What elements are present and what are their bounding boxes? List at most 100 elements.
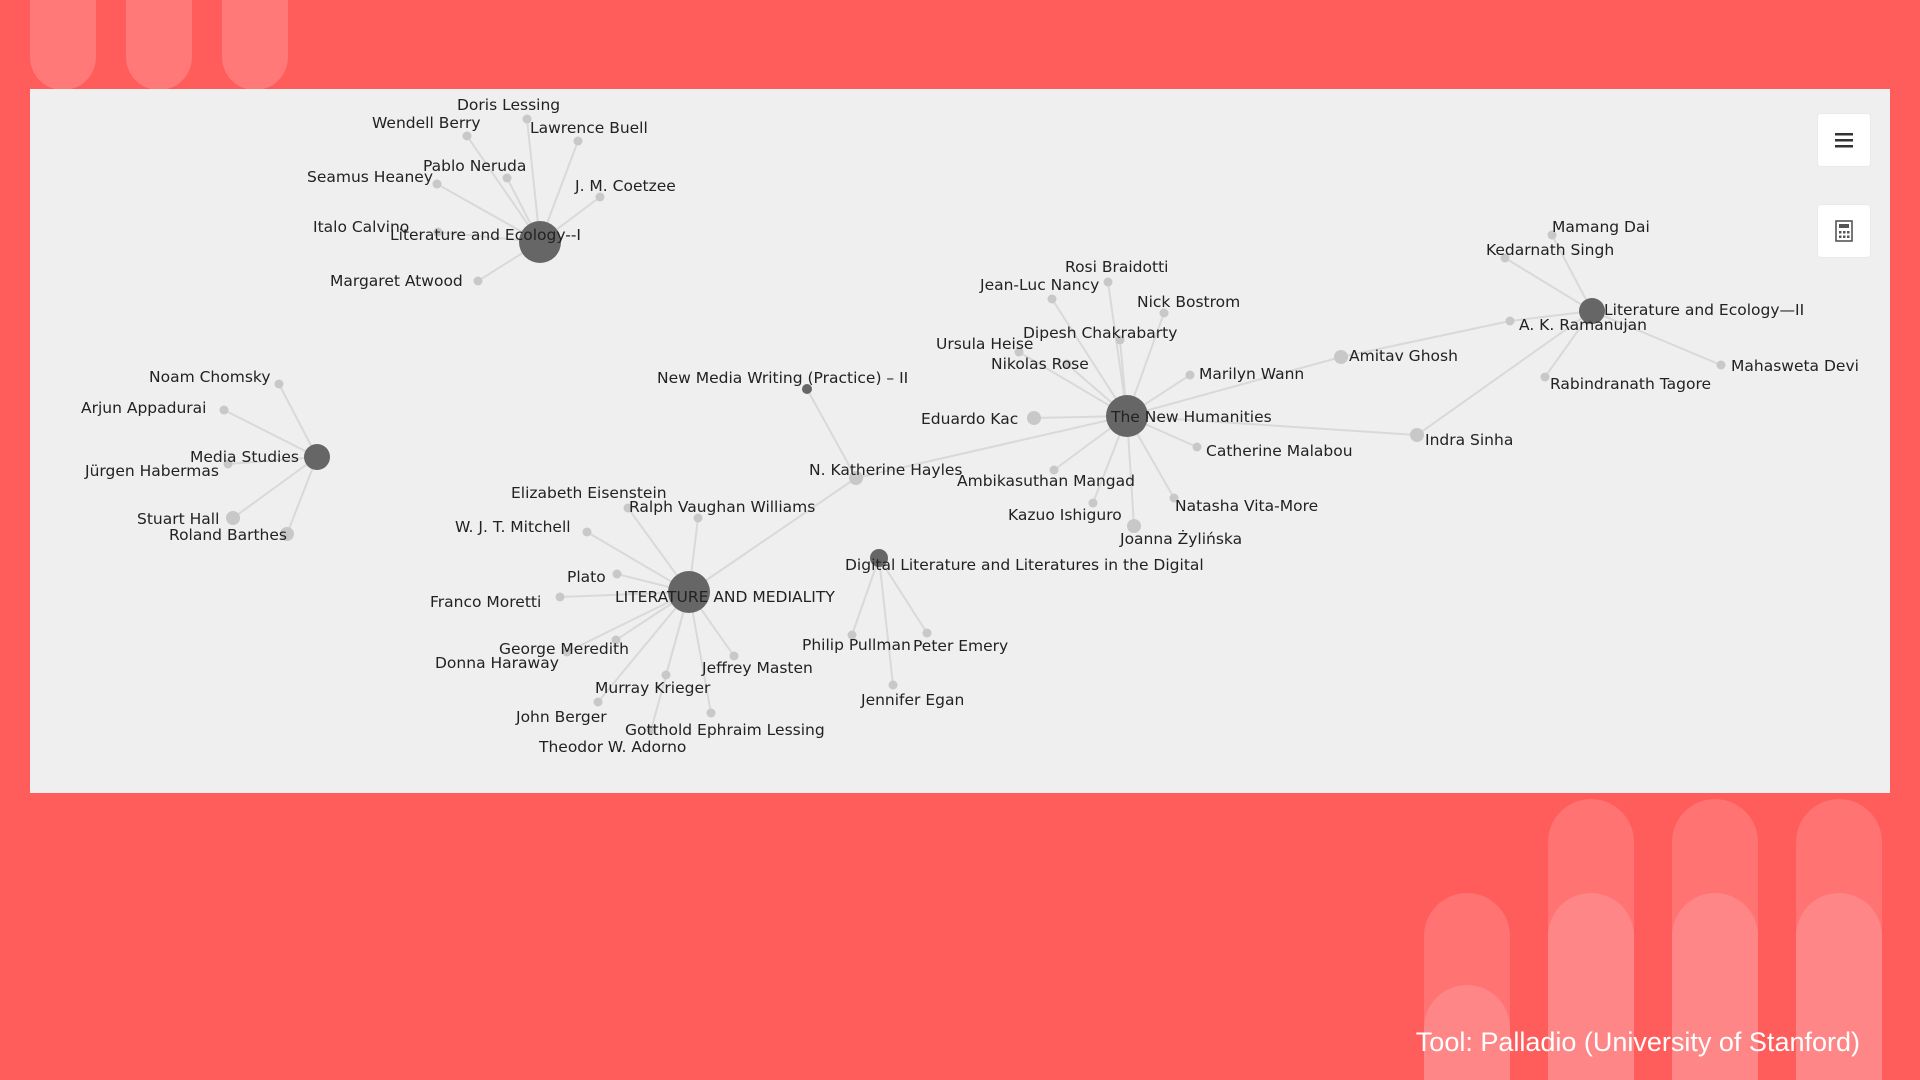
calculator-button[interactable] (1818, 205, 1870, 257)
graph-node[interactable] (462, 131, 472, 141)
graph-edge (878, 557, 928, 634)
graph-node-label: Nick Bostrom (1137, 293, 1240, 311)
graph-edge (806, 388, 857, 479)
graph-node[interactable] (1547, 230, 1557, 240)
graph-node[interactable] (729, 651, 739, 661)
graph-node[interactable] (582, 527, 592, 537)
graph-node-label: Media Studies (190, 448, 299, 466)
graph-node[interactable] (646, 725, 656, 735)
graph-node-hub[interactable] (519, 221, 561, 263)
graph-edge (1107, 281, 1128, 417)
graph-node[interactable] (1159, 308, 1169, 318)
graph-edge (1504, 257, 1593, 312)
graph-node[interactable] (1027, 411, 1041, 425)
graph-node-label: Philip Pullman (802, 636, 911, 654)
graph-node-label: Dipesh Chakrabarty (1023, 324, 1177, 342)
graph-node[interactable] (593, 697, 603, 707)
graph-node[interactable] (274, 379, 284, 389)
graph-node[interactable] (922, 628, 932, 638)
graph-edge (1126, 415, 1418, 436)
graph-node[interactable] (1540, 372, 1550, 382)
graph-node[interactable] (432, 179, 442, 189)
graph-node-hub[interactable] (1106, 395, 1148, 437)
graph-node[interactable] (1716, 360, 1726, 370)
graph-node[interactable] (1185, 370, 1195, 380)
graph-edge (1126, 356, 1342, 417)
graph-node[interactable] (1047, 294, 1057, 304)
decor-pill (1672, 799, 1758, 1080)
graph-node[interactable] (1115, 335, 1125, 345)
graph-node[interactable] (1103, 277, 1113, 287)
graph-node-label: Mamang Dai (1552, 218, 1650, 236)
graph-node[interactable] (1505, 316, 1515, 326)
graph-node[interactable] (433, 227, 443, 237)
graph-node-label: Amitav Ghosh (1349, 347, 1458, 365)
graph-node[interactable] (522, 114, 532, 124)
graph-node-label: Italo Calvino (313, 218, 409, 236)
graph-node[interactable] (219, 405, 229, 415)
graph-node[interactable] (623, 503, 633, 513)
graph-node[interactable] (573, 136, 583, 146)
graph-node-label: George Meredith (499, 640, 629, 658)
graph-node[interactable] (473, 276, 483, 286)
graph-edge (1544, 310, 1593, 378)
graph-node[interactable] (706, 708, 716, 718)
graph-node-label: Marilyn Wann (1199, 365, 1304, 383)
graph-node-label: Ursula Heise (936, 335, 1033, 353)
graph-node-label: Literature and Ecology--I (390, 226, 581, 244)
menu-button[interactable] (1818, 114, 1870, 166)
graph-node[interactable] (849, 471, 863, 485)
decor-pill (1796, 893, 1882, 1080)
graph-edge (688, 477, 857, 593)
decor-pill (1796, 799, 1882, 1080)
graph-node-hub[interactable] (668, 571, 710, 613)
graph-node[interactable] (1062, 359, 1072, 369)
graph-node[interactable] (1049, 465, 1059, 475)
graph-node-hub[interactable] (1579, 298, 1605, 324)
graph-node-label: Indra Sinha (1425, 431, 1513, 449)
graph-node-label: Rabindranath Tagore (1550, 375, 1711, 393)
graph-node-label: LITERATURE AND MEDIALITY (615, 588, 835, 606)
graph-node[interactable] (888, 680, 898, 690)
graph-node-label: Jean-Luc Nancy (979, 276, 1099, 294)
graph-node-label: Plato (567, 568, 606, 586)
graph-node[interactable] (562, 647, 572, 657)
graph-node[interactable] (693, 513, 703, 523)
decor-tab (30, 0, 96, 90)
graph-node[interactable] (1192, 442, 1202, 452)
graph-node-label: Catherine Malabou (1206, 442, 1353, 460)
graph-node-label: John Berger (515, 708, 607, 726)
graph-node[interactable] (502, 173, 512, 183)
graph-node-label: Rosi Braidotti (1065, 258, 1168, 276)
graph-node[interactable] (847, 630, 857, 640)
graph-node[interactable] (595, 192, 605, 202)
graph-node[interactable] (555, 592, 565, 602)
graph-node-hub[interactable] (870, 549, 888, 567)
graph-node-label: Peter Emery (913, 637, 1008, 655)
graph-node[interactable] (280, 527, 294, 541)
graph-node-label: Arjun Appadurai (81, 399, 206, 417)
graph-node[interactable] (1334, 350, 1348, 364)
graph-node-hub[interactable] (304, 444, 330, 470)
graph-node[interactable] (1127, 519, 1141, 533)
graph-node[interactable] (1014, 347, 1024, 357)
graph-node[interactable] (1500, 253, 1510, 263)
graph-node-label: Nikolas Rose (991, 355, 1089, 373)
decor-pill (1672, 893, 1758, 1080)
graph-edge (1340, 320, 1511, 358)
graph-node[interactable] (661, 670, 671, 680)
graph-node[interactable] (226, 511, 240, 525)
graph-edge (597, 591, 690, 703)
graph-node-label: Franco Moretti (430, 593, 541, 611)
graph-node[interactable] (611, 635, 621, 645)
graph-node-label: Kazuo Ishiguro (1008, 506, 1122, 524)
graph-node-hub[interactable] (802, 384, 812, 394)
graph-edge (466, 135, 541, 243)
graph-node-label: Jürgen Habermas (84, 462, 219, 480)
graph-node[interactable] (1410, 428, 1424, 442)
graph-node[interactable] (1169, 493, 1179, 503)
graph-node[interactable] (1088, 498, 1098, 508)
graph-node[interactable] (612, 569, 622, 579)
graph-node[interactable] (223, 459, 233, 469)
